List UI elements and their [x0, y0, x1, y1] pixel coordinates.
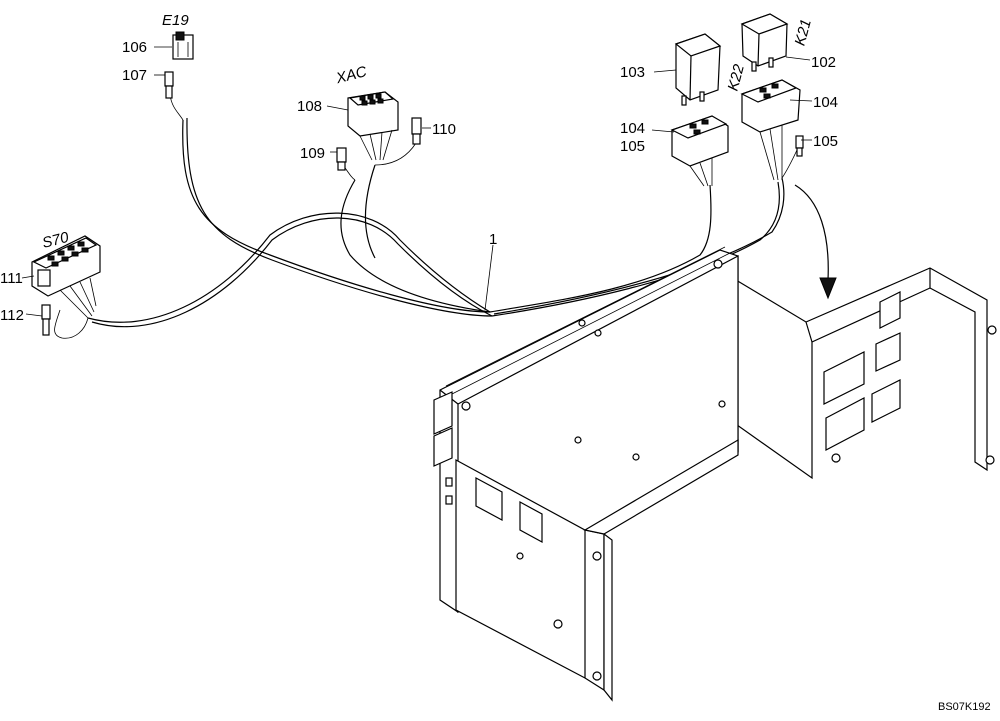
connector-xac [347, 91, 399, 161]
relay-k21 [740, 13, 789, 72]
drawing-code: BS07K192 [938, 701, 991, 713]
callout-104-right: 104 [813, 94, 838, 111]
front-plate [445, 438, 739, 702]
terminal-112 [41, 304, 51, 336]
designation-xac: XAC [334, 63, 369, 87]
s70-cavities [47, 241, 89, 267]
callout-111: 111 [0, 270, 23, 287]
callout-109: 109 [300, 145, 325, 162]
callout-108: 108 [297, 98, 322, 115]
designation-e19: E19 [162, 12, 189, 29]
connector-s70 [31, 235, 101, 319]
xac-cavities [359, 93, 384, 106]
relay-socket-right [740, 79, 801, 181]
callout-112: 112 [0, 307, 24, 324]
callout-labels: 106 107 108 109 110 1 103 104 105 102 10… [0, 39, 838, 324]
terminal-110 [411, 117, 422, 145]
callout-105-right: 105 [813, 133, 838, 150]
leader-lines [21, 46, 813, 317]
terminal-105-right [795, 135, 804, 157]
mounting-arrow [794, 184, 837, 300]
callout-110: 110 [432, 121, 456, 138]
callout-106: 106 [122, 39, 147, 56]
terminal-107 [164, 71, 174, 99]
bracket-cutouts [823, 291, 901, 451]
callout-104-left: 104 [620, 120, 645, 137]
mounting-bracket [729, 267, 997, 480]
relay-k22 [674, 33, 722, 106]
callout-1: 1 [489, 231, 497, 248]
callout-102: 102 [811, 54, 836, 71]
callout-103: 103 [620, 64, 645, 81]
relay-socket-left [670, 115, 729, 187]
designation-k22: K22 [725, 62, 748, 93]
designation-s70: S70 [40, 229, 71, 252]
connector-e19 [172, 31, 194, 60]
callout-105-left: 105 [620, 138, 645, 155]
callout-107: 107 [122, 67, 147, 84]
designation-k21: K21 [792, 17, 815, 47]
terminal-109 [336, 147, 347, 171]
